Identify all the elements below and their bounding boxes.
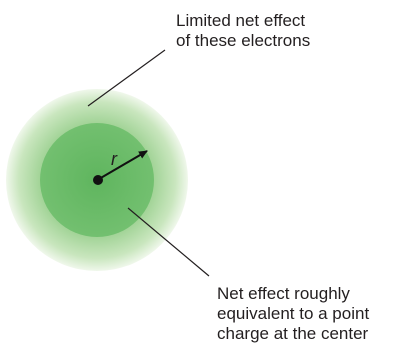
inner-label-leader-line bbox=[127, 207, 210, 277]
outer-label-leader-line bbox=[87, 49, 166, 107]
outer-electrons-label: Limited net effect of these electrons bbox=[176, 11, 310, 51]
inner-label-line-1: Net effect roughly bbox=[217, 284, 350, 303]
inner-label-line-2: equivalent to a point bbox=[217, 304, 370, 323]
outer-label-line-2: of these electrons bbox=[176, 31, 311, 50]
radius-arrow bbox=[98, 150, 148, 180]
inner-label-line-3: charge at the center bbox=[217, 324, 369, 343]
inner-electrons-label: Net effect roughly equivalent to a point… bbox=[217, 284, 369, 344]
point-charge-nucleus bbox=[93, 175, 103, 185]
outer-label-line-1: Limited net effect bbox=[176, 11, 306, 30]
radius-label: r bbox=[111, 149, 117, 169]
